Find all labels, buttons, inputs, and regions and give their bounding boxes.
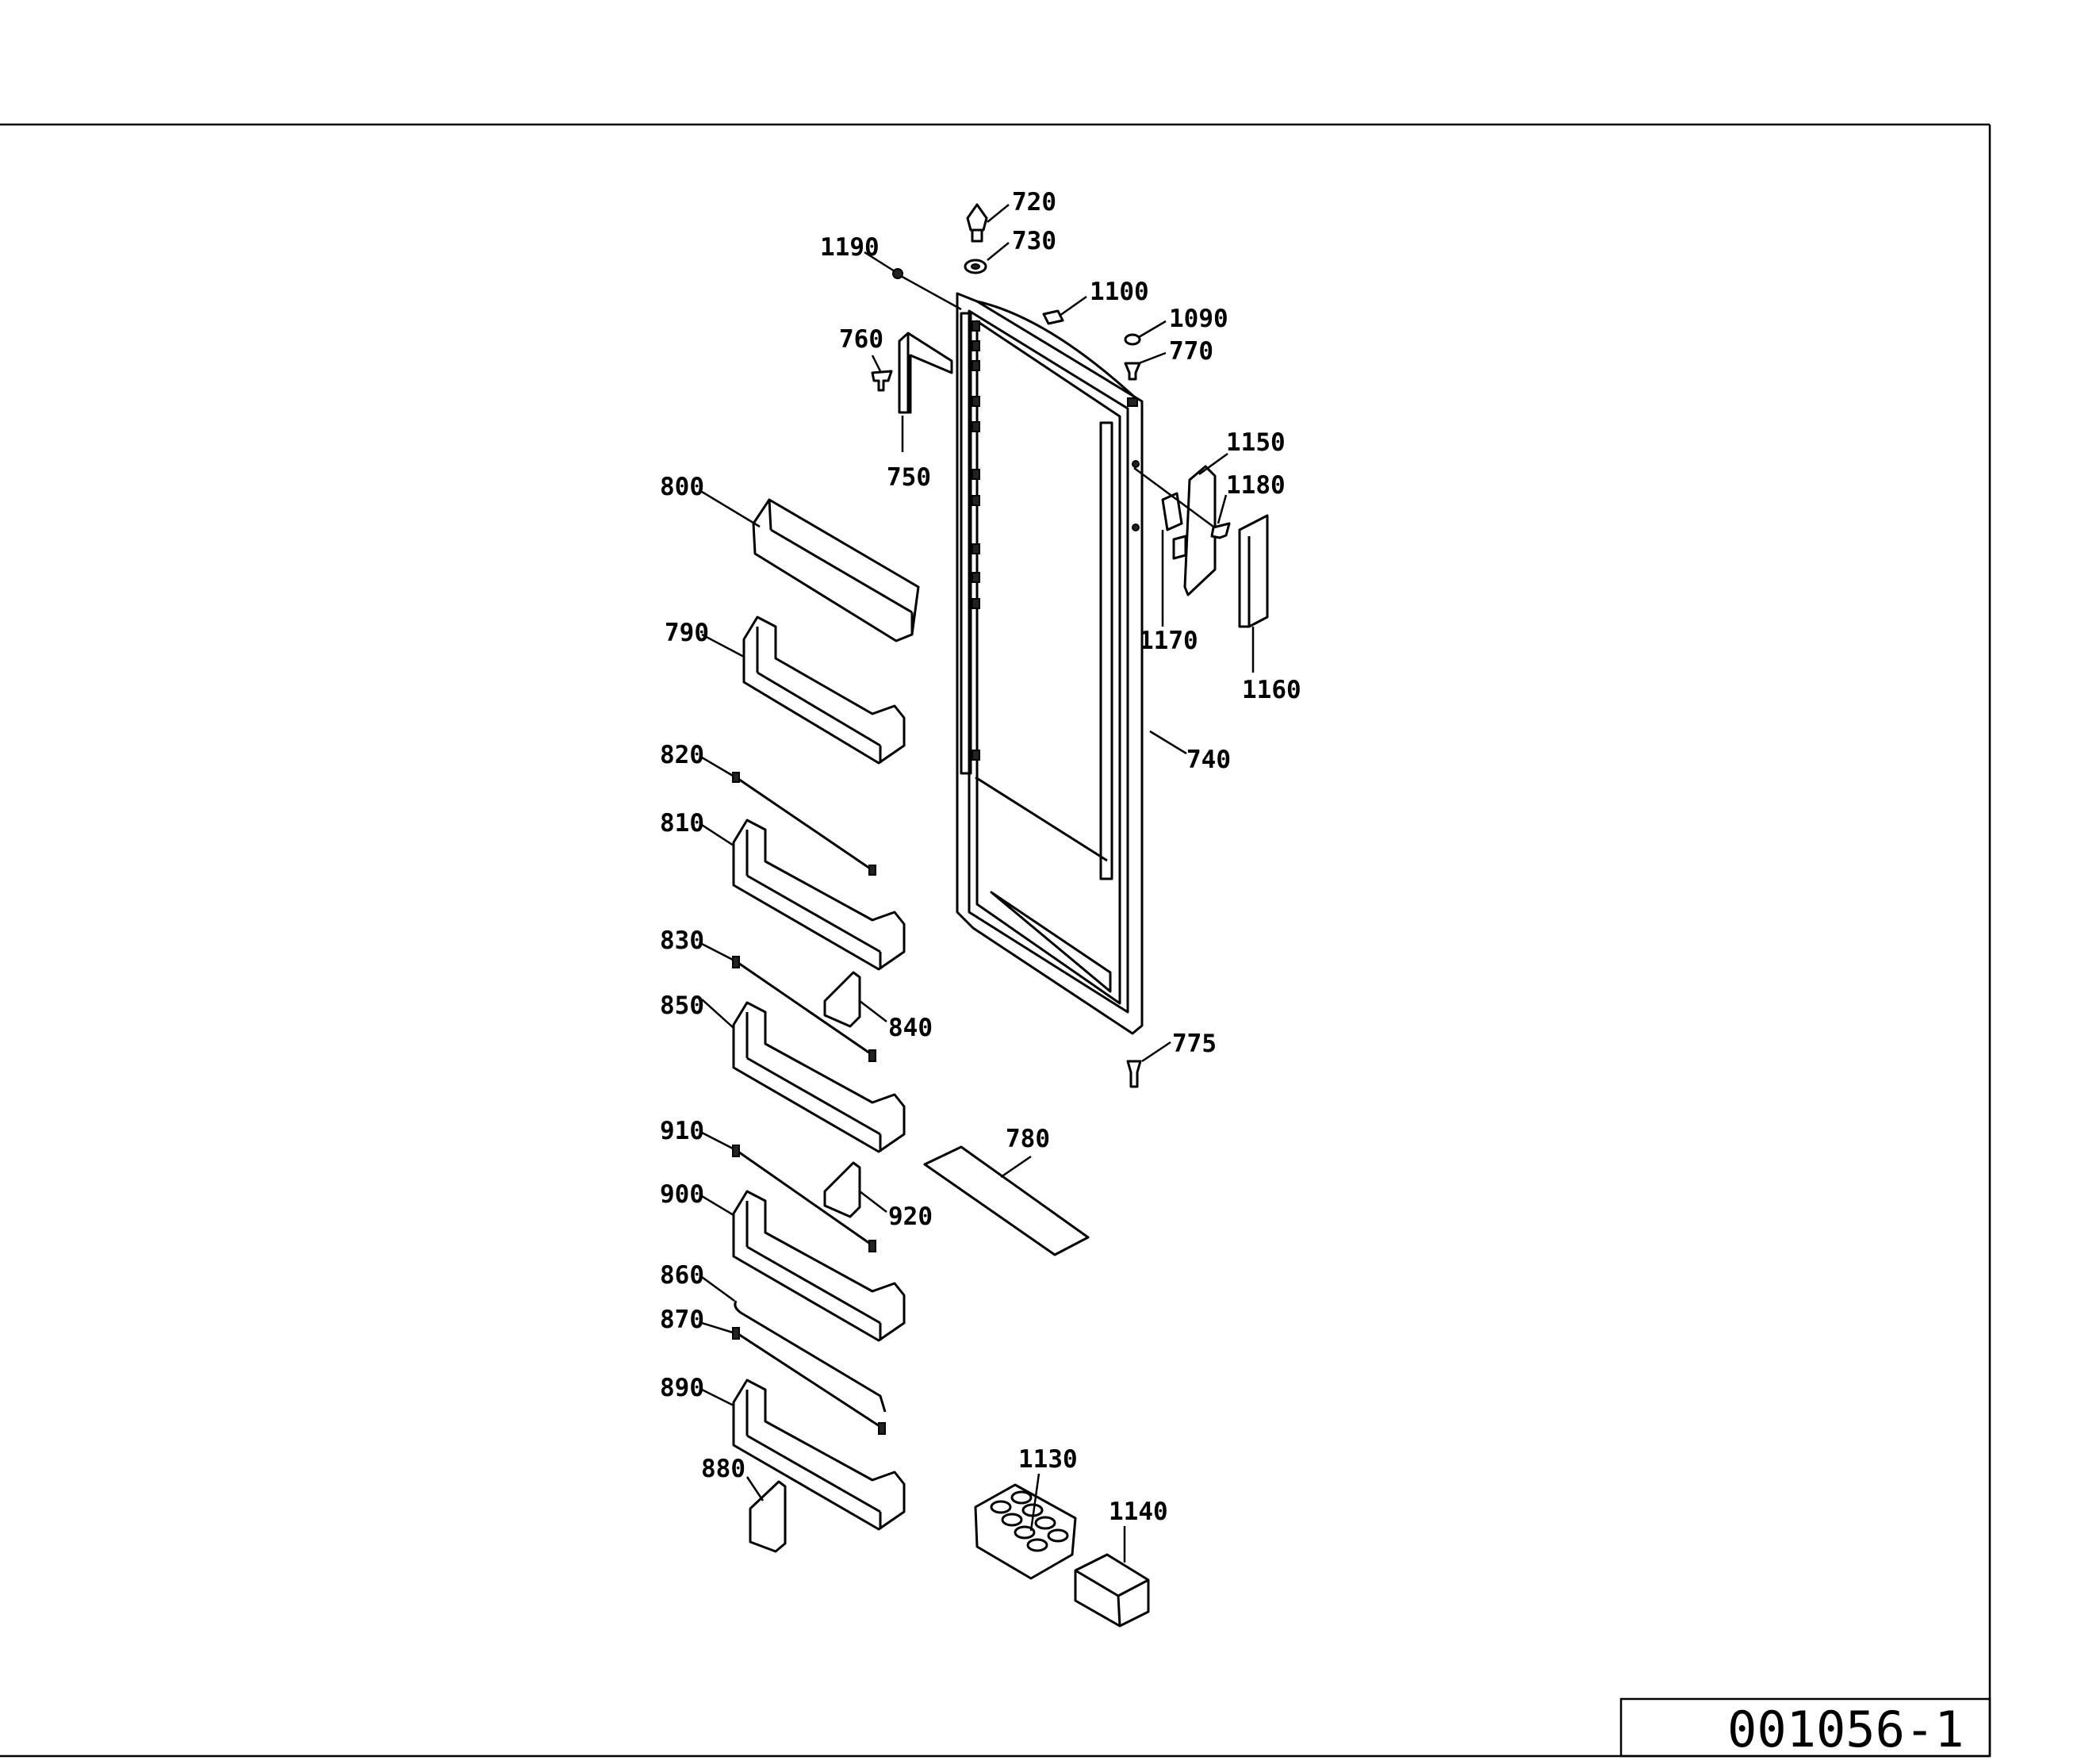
- callout-880: 880: [701, 1455, 745, 1483]
- part-750-hinge-cover: [898, 332, 953, 452]
- part-1130-egg-tray: [974, 1483, 1077, 1580]
- door-frame-740: [956, 292, 1144, 1035]
- callout-800: 800: [660, 473, 704, 501]
- part-830-bar: [732, 956, 876, 1062]
- leader-lines: [701, 204, 1255, 1563]
- drawing-code: 001056-1: [1727, 1701, 1964, 1758]
- callout-1100: 1100: [1090, 278, 1149, 306]
- part-1180-screw: [1210, 522, 1231, 539]
- part-790-door-shelf: [742, 615, 906, 765]
- callout-730: 730: [1012, 227, 1056, 255]
- callout-760: 760: [839, 325, 883, 354]
- part-1090-cap: [1124, 333, 1141, 346]
- callout-1090: 1090: [1169, 305, 1228, 333]
- part-770-screw: [1124, 362, 1141, 381]
- part-860-bar: [734, 1300, 887, 1413]
- callout-920: 920: [888, 1202, 933, 1231]
- part-810-door-shelf: [732, 819, 906, 971]
- callout-890: 890: [660, 1374, 704, 1402]
- part-780-strip: [923, 1145, 1090, 1256]
- part-850-door-shelf: [732, 1001, 906, 1153]
- callout-780: 780: [1006, 1125, 1050, 1153]
- part-1170-bracket: [1161, 492, 1187, 560]
- part-1160-plate: [1238, 514, 1269, 628]
- part-1150-handle-cover: [1183, 465, 1217, 596]
- callout-1190: 1190: [820, 233, 880, 262]
- callout-870: 870: [660, 1306, 704, 1334]
- part-1100-clip: [1042, 309, 1064, 325]
- callout-1180: 1180: [1226, 471, 1286, 500]
- part-1140-box: [1074, 1553, 1150, 1628]
- callout-720: 720: [1012, 188, 1056, 217]
- callout-790: 790: [665, 619, 709, 647]
- part-775-pin: [1126, 1060, 1142, 1088]
- callout-820: 820: [660, 741, 704, 769]
- part-870-bar: [732, 1327, 886, 1435]
- callout-910: 910: [660, 1117, 704, 1145]
- part-720-hinge-pin: [966, 203, 988, 243]
- part-800-dairy-compartment: [752, 498, 920, 642]
- callout-770: 770: [1169, 337, 1213, 366]
- callout-740: 740: [1186, 746, 1231, 774]
- part-760-screw: [871, 370, 893, 392]
- part-820-bar: [732, 772, 876, 876]
- callout-850: 850: [660, 991, 704, 1020]
- callout-1170: 1170: [1139, 627, 1198, 655]
- part-920-divider: [823, 1161, 861, 1218]
- callout-1150: 1150: [1226, 428, 1286, 457]
- part-890-door-shelf: [732, 1379, 906, 1531]
- title-block: 001056-1: [1619, 1697, 1991, 1758]
- callout-1140: 1140: [1109, 1497, 1168, 1526]
- part-910-bar: [732, 1145, 876, 1252]
- part-840-divider: [823, 971, 861, 1028]
- part-1190-screw: [892, 268, 903, 279]
- callout-775: 775: [1172, 1030, 1217, 1058]
- callout-1130: 1130: [1018, 1445, 1078, 1474]
- part-900-door-shelf: [732, 1190, 906, 1342]
- part-880-divider: [749, 1480, 787, 1553]
- callout-900: 900: [660, 1180, 704, 1209]
- callout-labels: 720 730 1190 1100 1090 760 770 750 1150 …: [660, 188, 1301, 1526]
- callout-1160: 1160: [1242, 676, 1301, 704]
- callout-750: 750: [887, 463, 931, 492]
- callout-840: 840: [888, 1014, 933, 1042]
- callout-830: 830: [660, 926, 704, 955]
- callout-810: 810: [660, 809, 704, 838]
- callout-860: 860: [660, 1261, 704, 1290]
